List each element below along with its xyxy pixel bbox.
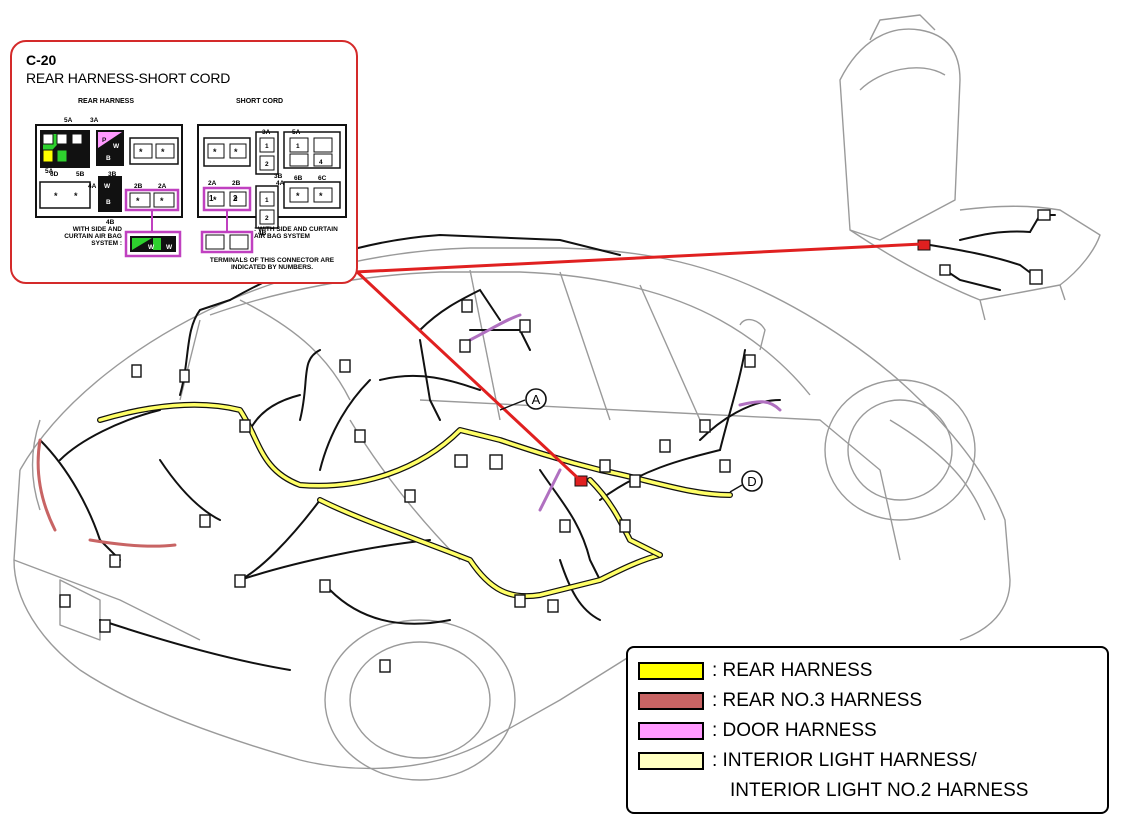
pin-4b: 4B <box>106 219 115 226</box>
connector-code: C-20 <box>26 52 57 68</box>
legend-item-door-harness: : DOOR HARNESS <box>638 720 877 742</box>
pin-5a: 5A <box>64 117 73 124</box>
svg-text:*: * <box>74 191 78 201</box>
svg-text:*: * <box>136 196 140 206</box>
legend-swatch <box>638 722 704 740</box>
legend-continuation: INTERIOR LIGHT NO.2 HARNESS <box>730 780 1029 801</box>
spin-2b: 2B <box>232 180 241 187</box>
spin-2c: 2 <box>265 215 269 222</box>
rear-pin-labels: 5A 3A 6D 5B 4A 3B 2B 2A 4B <box>50 117 167 226</box>
connectors <box>59 209 1051 673</box>
legend-item-interior-light: : INTERIOR LIGHT HARNESS/ <box>638 750 977 772</box>
spin-1c: 1 <box>265 197 269 204</box>
terminals-note: TERMINALS OF THIS CONNECTOR ARE INDICATE… <box>209 257 335 271</box>
svg-text:*: * <box>296 191 300 201</box>
spin-1b: 1 <box>296 143 300 150</box>
short-cord-label: SHORT CORD <box>236 98 284 105</box>
mark-b-1: B <box>106 155 111 162</box>
pointer-lines <box>353 242 923 482</box>
short-cord-face <box>197 124 347 229</box>
legend-label: : INTERIOR LIGHT HARNESS/ <box>712 750 977 771</box>
rear-connector-face: 5A P W B W B <box>35 124 183 218</box>
legend-item-rear-harness: : REAR HARNESS <box>638 660 872 682</box>
pin-2b: 2B <box>134 183 143 190</box>
short-pin-labels: 3A 5A 1 2 3B 1 4 2A 2B 4A 6B 6C 1 2 4B <box>208 129 327 237</box>
spin-2a-b: 2A <box>208 180 217 187</box>
pin-6d: 6D <box>50 171 59 178</box>
short-airbag-variant <box>200 210 254 254</box>
svg-text:*: * <box>161 147 165 157</box>
svg-text:*: * <box>54 191 58 201</box>
spin-5a: 5A <box>292 129 301 136</box>
point-marker-a: A <box>499 388 547 411</box>
svg-text:*: * <box>160 196 164 206</box>
pin-3b: 3B <box>108 171 117 178</box>
wheels <box>324 379 976 781</box>
pin-5b: 5B <box>76 171 85 178</box>
spin-6c: 6C <box>318 175 327 182</box>
rear-airbag-note: WITH SIDE AND CURTAIN AIR BAG SYSTEM : <box>64 226 122 247</box>
spin-4a: 4A <box>276 180 285 187</box>
svg-text:*: * <box>234 147 238 157</box>
connector-callout: C-20 REAR HARNESS-SHORT CORD REAR HARNES… <box>10 40 358 284</box>
spin-3b: 3B <box>274 173 283 180</box>
legend-label: : REAR HARNESS <box>712 660 873 681</box>
asterisks: * * * * * * * * * * * * <box>54 147 323 206</box>
point-a-label: A <box>532 392 541 407</box>
legend-item-rear-no3: : REAR NO.3 HARNESS <box>638 690 922 712</box>
svg-text:*: * <box>139 147 143 157</box>
pin-2a: 2A <box>158 183 167 190</box>
door-harness <box>468 313 782 512</box>
legend-label: : DOOR HARNESS <box>712 720 877 741</box>
mark-b-2: B <box>106 199 111 206</box>
pin-rear-5a: 5A <box>45 168 54 175</box>
rear-harness-trunk <box>97 401 733 600</box>
rear-harness-label: REAR HARNESS <box>78 98 135 105</box>
svg-text:*: * <box>213 147 217 157</box>
spin-6b: 6B <box>294 175 303 182</box>
svg-text:*: * <box>319 191 323 201</box>
short-airbag-note: : WITH SIDE AND CURTAIN AIR BAG SYSTEM <box>254 226 338 240</box>
spin-3a: 3A <box>262 129 271 136</box>
mark-p: P <box>102 137 107 144</box>
legend-swatch <box>638 692 704 710</box>
rear-seat <box>839 14 1101 321</box>
mark-w-4: W <box>166 244 173 251</box>
point-d-label: D <box>747 474 756 489</box>
spin-4: 4 <box>319 159 323 166</box>
legend-swatch <box>638 662 704 680</box>
connector-c20-marker <box>574 475 588 487</box>
rear-no3-harness <box>36 438 177 548</box>
harness-legend: : REAR HARNESS : REAR NO.3 HARNESS : DOO… <box>626 646 1109 814</box>
mark-w-2: W <box>104 183 111 190</box>
rear-airbag-variant: W W <box>124 210 182 258</box>
connector-title: REAR HARNESS-SHORT CORD <box>26 70 231 86</box>
svg-text:*: * <box>213 195 217 205</box>
spin-1a: 1 <box>265 143 269 150</box>
pin-3a: 3A <box>90 117 99 124</box>
legend-label: : REAR NO.3 HARNESS <box>712 690 923 711</box>
point-marker-d: D <box>729 470 763 493</box>
mark-w-3: W <box>148 244 155 251</box>
pin-4a: 4A <box>88 183 97 190</box>
svg-text:*: * <box>234 195 238 205</box>
mark-w-1: W <box>113 143 120 150</box>
legend-swatch <box>638 752 704 770</box>
spin-2a: 2 <box>265 161 269 168</box>
spin-4b: 4B <box>258 230 267 237</box>
connector-faces: 5A P W B W B 5A 3A 6D 5B 4A 3B 2B 2A <box>35 117 347 258</box>
